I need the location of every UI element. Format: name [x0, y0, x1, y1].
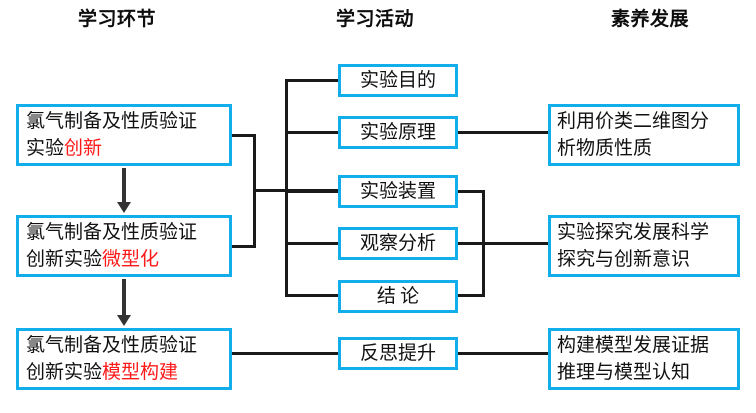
column-header-literacy: 素养发展: [611, 8, 690, 30]
connector-stage3-to-act6: [232, 352, 340, 355]
activity-box-4-label: 观察分析: [359, 232, 436, 254]
connector-act2-to-lit1: [456, 131, 551, 134]
activity-box-5[interactable]: 结论: [338, 280, 458, 313]
column-header-stage: 学习环节: [78, 8, 157, 30]
connector-spine-to-act1: [285, 79, 341, 82]
connector-act345-to-lit2: [482, 242, 551, 245]
stage-box-1[interactable]: 氯气制备及性质验证实验创新: [16, 104, 232, 166]
activity-box-3-label: 实验装置: [359, 180, 436, 202]
literacy-box-1[interactable]: 利用价类二维图分析物质性质: [548, 104, 740, 166]
connector-act3-out: [456, 190, 485, 193]
arrow-shaft: [122, 168, 126, 203]
stage-box-3[interactable]: 氯气制备及性质验证创新实验模型构建: [16, 328, 232, 390]
activity-box-6-label: 反思提升: [359, 342, 436, 364]
activity-box-1[interactable]: 实验目的: [338, 64, 458, 97]
connector-act5-out: [456, 294, 485, 297]
activity-box-2-label: 实验原理: [359, 121, 436, 143]
stage-box-2-line2-plain: 创新实验: [26, 248, 103, 270]
connector-act6-to-lit3: [456, 352, 551, 355]
stage-box-1-text: 氯气制备及性质验证实验创新: [26, 108, 225, 162]
connector-stage2-out: [232, 245, 256, 248]
activity-box-6[interactable]: 反思提升: [338, 337, 458, 370]
stage-box-2-line2-highlight: 微型化: [102, 248, 160, 270]
stage-box-3-line1: 氯气制备及性质验证: [26, 334, 198, 357]
literacy-box-1-line1: 利用价类二维图分: [557, 110, 710, 133]
connector-activity-spine: [285, 79, 288, 297]
activity-box-5-label: 结论: [376, 285, 424, 307]
column-header-activity: 学习活动: [336, 8, 415, 30]
connector-spine-to-act4: [285, 242, 341, 245]
stage-box-1-line2-highlight: 创新: [64, 137, 103, 159]
connector-act4-out: [456, 242, 485, 245]
flow-arrow-stage1-to-stage2: [117, 168, 131, 214]
connector-spine-to-act2: [285, 131, 341, 134]
literacy-box-3[interactable]: 构建模型发展证据推理与模型认知: [548, 328, 740, 390]
connector-spine-to-act3: [285, 190, 341, 193]
activity-box-1-label: 实验目的: [359, 69, 436, 91]
literacy-box-3-text: 构建模型发展证据推理与模型认知: [557, 332, 733, 386]
literacy-box-1-line2: 析物质性质: [557, 137, 653, 159]
literacy-box-2-line1: 实验探究发展科学: [557, 221, 710, 244]
literacy-box-2-text: 实验探究发展科学探究与创新意识: [557, 219, 733, 273]
activity-box-2[interactable]: 实验原理: [338, 116, 458, 149]
flow-arrow-stage2-to-stage3: [117, 279, 131, 327]
stage-box-3-text: 氯气制备及性质验证创新实验模型构建: [26, 332, 225, 386]
stage-box-2-line1: 氯气制备及性质验证: [26, 221, 198, 244]
stage-box-1-line2-plain: 实验: [26, 137, 65, 159]
stage-box-2-text: 氯气制备及性质验证创新实验微型化: [26, 219, 225, 273]
stage-box-2[interactable]: 氯气制备及性质验证创新实验微型化: [16, 215, 232, 277]
stage-box-1-line1: 氯气制备及性质验证: [26, 110, 198, 133]
activity-box-4[interactable]: 观察分析: [338, 227, 458, 260]
arrow-head: [117, 202, 131, 213]
literacy-box-1-text: 利用价类二维图分析物质性质: [557, 108, 733, 162]
stage-box-3-line2-highlight: 模型构建: [102, 361, 179, 383]
stage-box-3-line2-plain: 创新实验: [26, 361, 103, 383]
literacy-box-3-line2: 推理与模型认知: [557, 361, 691, 383]
activity-box-3[interactable]: 实验装置: [338, 175, 458, 208]
arrow-head: [117, 315, 131, 326]
connector-stage1-out: [232, 134, 256, 137]
literacy-box-2-line2: 探究与创新意识: [557, 248, 691, 270]
arrow-shaft: [122, 279, 126, 316]
literacy-box-2[interactable]: 实验探究发展科学探究与创新意识: [548, 215, 740, 277]
connector-spine-to-act5: [285, 294, 341, 297]
literacy-box-3-line1: 构建模型发展证据: [557, 334, 710, 357]
